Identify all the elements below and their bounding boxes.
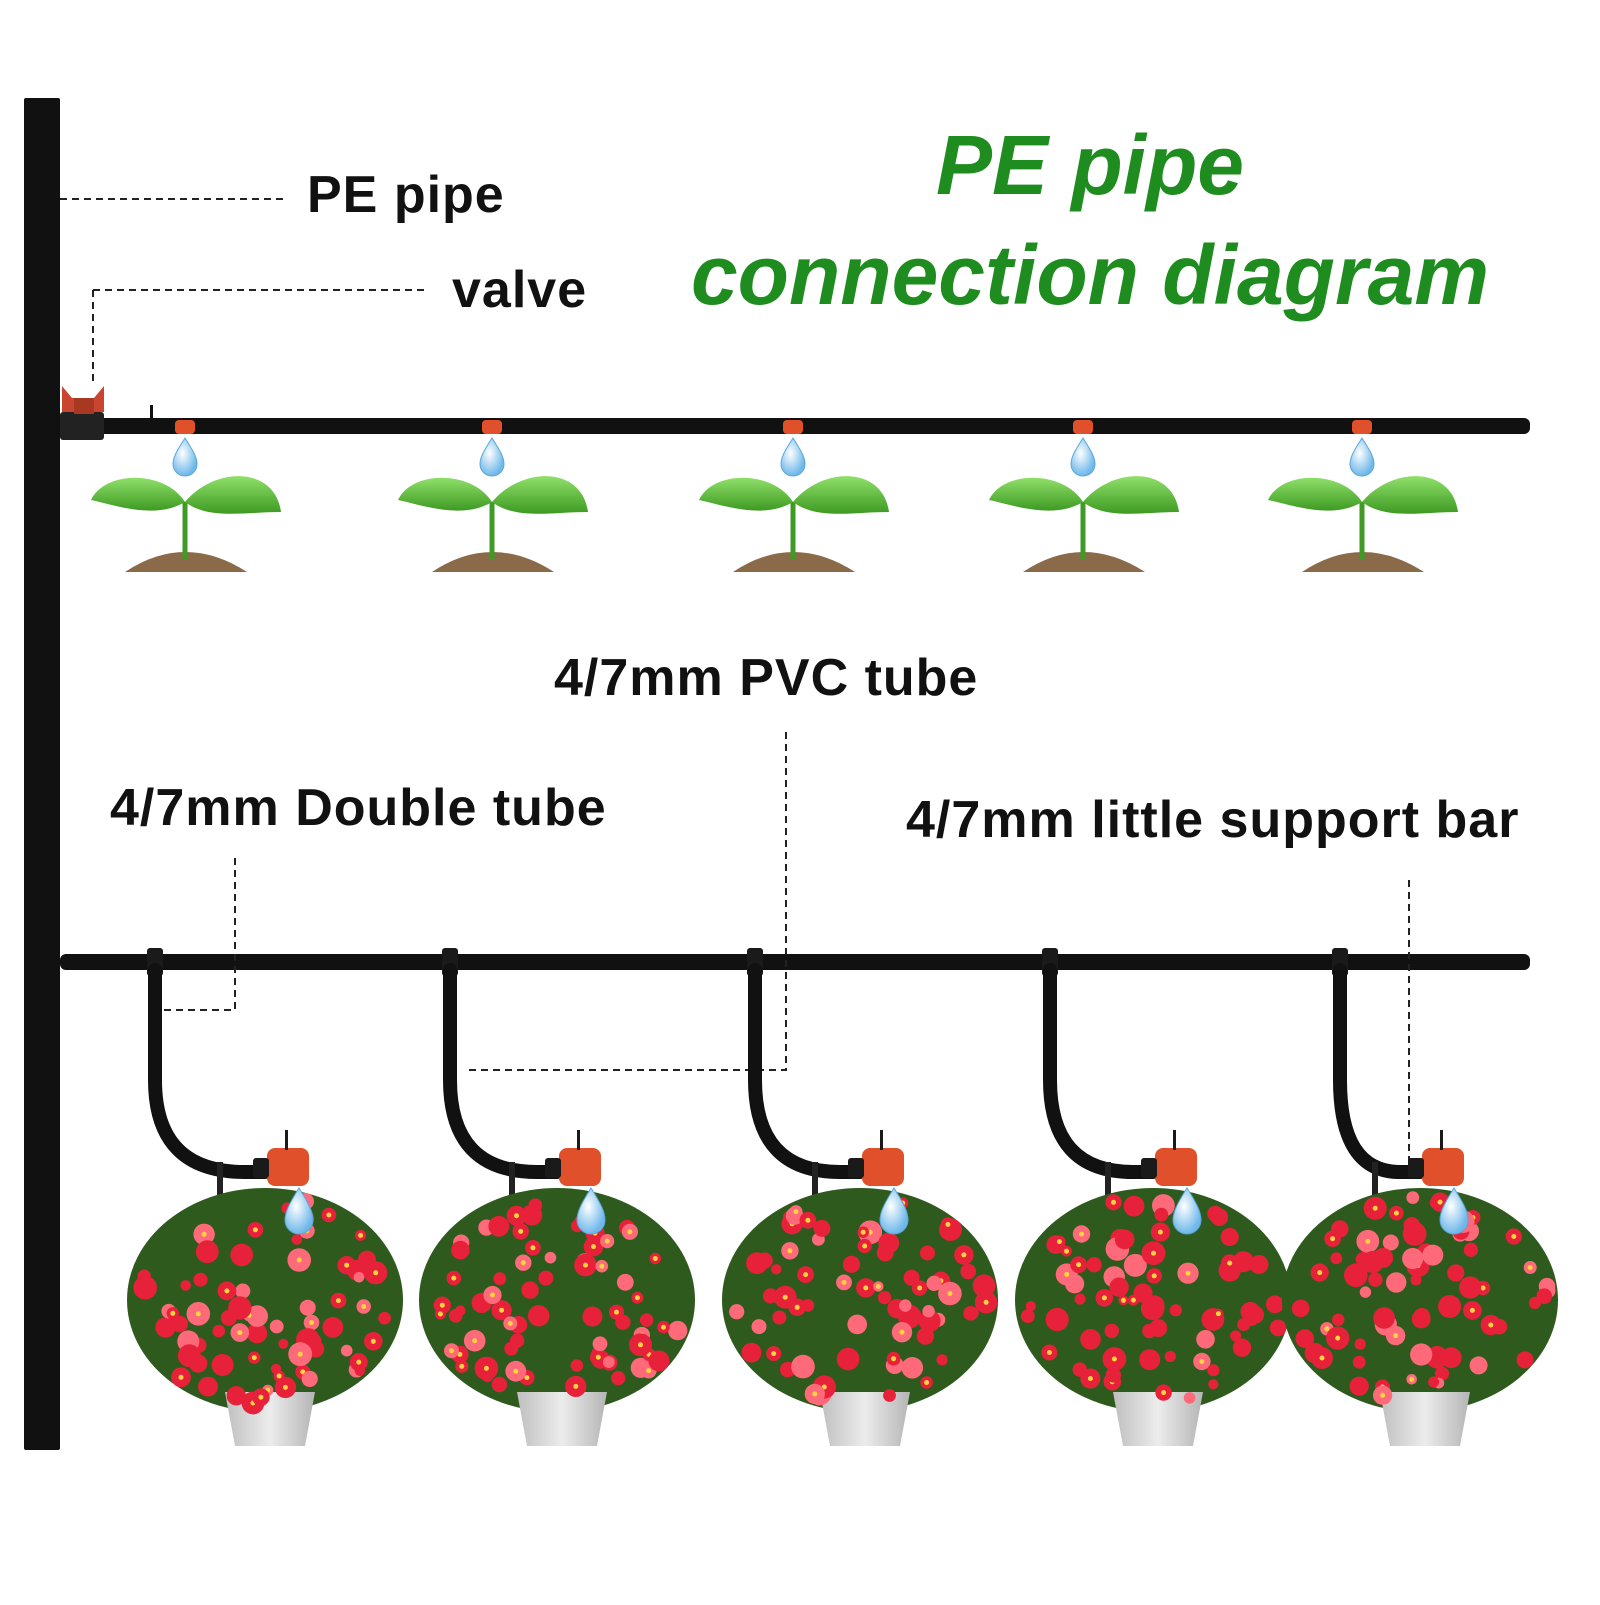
title-line-2: connection diagram (690, 228, 1490, 322)
water-drop-icon (1439, 1187, 1469, 1235)
title-line-1: PE pipe (935, 118, 1245, 212)
dripper-icon (1422, 1148, 1464, 1186)
support-bar-label: 4/7mm little support bar (906, 791, 1520, 849)
dripper-icon (1352, 420, 1372, 434)
pvc-tube-label: 4/7mm PVC tube (554, 649, 979, 707)
diagram-title: PE pipe connection diagram (640, 110, 1540, 330)
pvc-tube (748, 963, 867, 1179)
leaf-left (91, 477, 185, 511)
red-flowers (433, 1198, 688, 1397)
flower-pot-row (127, 948, 1558, 1446)
seedling-row (91, 420, 1458, 572)
pvc-tube (1333, 963, 1427, 1179)
water-drop-icon (879, 1187, 909, 1235)
valve-icon (60, 386, 153, 440)
leaf-left (699, 477, 793, 511)
dripper-icon (267, 1148, 309, 1186)
water-drop-icon (172, 437, 198, 477)
flower-pot-5 (1282, 948, 1558, 1446)
dripper-connector (1141, 1158, 1157, 1178)
water-drop-icon (1070, 437, 1096, 477)
leaf-right (1362, 476, 1458, 514)
soil-mound (733, 552, 855, 572)
foliage (419, 1188, 695, 1412)
flower-pot-2 (419, 948, 695, 1446)
dripper-connector (253, 1158, 269, 1178)
leaf-left (989, 477, 1083, 511)
seedling-3 (699, 420, 889, 572)
leaf-right (185, 476, 281, 514)
soil-mound (1302, 552, 1424, 572)
dripper-icon (862, 1148, 904, 1186)
water-drop-icon (479, 437, 505, 477)
dripper-icon (175, 420, 195, 434)
leaf-right (793, 476, 889, 514)
water-drop-icon (780, 437, 806, 477)
dripper-icon (559, 1148, 601, 1186)
dripper-icon (783, 420, 803, 434)
foliage (1282, 1188, 1558, 1412)
pe-pipe-label: PE pipe (307, 166, 505, 224)
water-drop-icon (576, 1187, 606, 1235)
double-tube-label: 4/7mm Double tube (110, 779, 607, 837)
seedling-2 (398, 420, 588, 572)
pvc-tube (148, 963, 272, 1179)
main-pe-pipe (24, 98, 60, 1450)
pot (820, 1392, 910, 1446)
flower-pot-1 (127, 948, 403, 1446)
leaf-right (492, 476, 588, 514)
flower-pot-3 (722, 948, 998, 1446)
soil-mound (1023, 552, 1145, 572)
support-bar (812, 1162, 818, 1212)
leaf-right (1083, 476, 1179, 514)
soil-mound (432, 552, 554, 572)
red-flowers (729, 1197, 998, 1406)
support-bar (509, 1162, 515, 1212)
lower-distribution-pipe (60, 954, 1530, 970)
water-drop-icon (284, 1187, 314, 1235)
support-bar (1372, 1162, 1378, 1212)
pot (1380, 1392, 1470, 1446)
dripper-connector (848, 1158, 864, 1178)
double-tube-leader (160, 858, 236, 1011)
red-flowers (133, 1193, 391, 1415)
pvc-tube (1043, 963, 1160, 1179)
flower-pot-4 (1015, 948, 1291, 1446)
seedling-5 (1268, 420, 1458, 572)
dripper-connector (545, 1158, 561, 1178)
leaf-left (398, 477, 492, 511)
water-drop-icon (1349, 437, 1375, 477)
red-flowers (1020, 1194, 1287, 1404)
pot (517, 1392, 607, 1446)
soil-mound (125, 552, 247, 572)
red-flowers (1291, 1191, 1556, 1405)
leaf-left (1268, 477, 1362, 511)
seedling-1 (91, 420, 281, 572)
pvc-tube (443, 963, 564, 1179)
dripper-icon (1073, 420, 1093, 434)
dripper-icon (1155, 1148, 1197, 1186)
support-bar (1105, 1162, 1111, 1212)
pot (1113, 1392, 1203, 1446)
pvc-tube-leader (466, 732, 787, 1071)
dripper-connector (1408, 1158, 1424, 1178)
water-drop-icon (1172, 1187, 1202, 1235)
dripper-icon (482, 420, 502, 434)
valve-leader (92, 289, 428, 384)
leader-lines (60, 198, 1410, 1166)
valve-label: valve (452, 261, 588, 319)
seedling-4 (989, 420, 1179, 572)
support-bar (217, 1162, 223, 1212)
